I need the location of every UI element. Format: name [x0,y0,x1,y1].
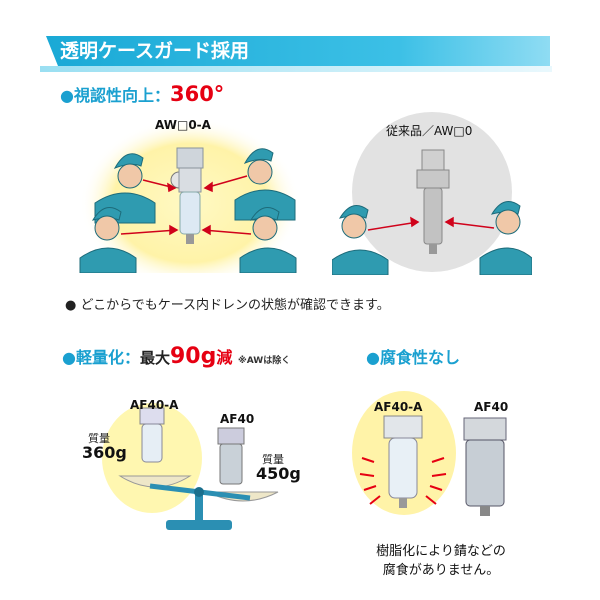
af40-unit [217,427,245,485]
weight-title-note: ※AWは除く [237,356,291,366]
visibility-title-prefix: ●視認性向上： [60,86,170,105]
right-model-label: 従来品／AW□0 [386,124,473,138]
mass-label-a: 質量 [88,432,110,445]
visibility-360-illustration [79,118,300,273]
weight-title-mid: 最大 [139,349,170,367]
metal-filter-unit [416,149,450,254]
weight-title-prefix: ●軽量化： [62,348,140,367]
weight-model-a: AF40-A [130,398,179,412]
transparent-filter-unit [170,147,204,244]
af40-a-unit [139,407,165,463]
visibility-title: ●視認性向上：360° [60,82,224,106]
af40-metal-unit [463,417,507,516]
mass-value-a: 360g [82,443,127,462]
balance-scale-illustration [102,403,279,530]
visibility-note: ● どこからでもケース内ドレンの状態が確認できます。 [65,298,390,313]
weight-title-suffix: 減 [216,348,233,367]
corrosion-model-a: AF40-A [374,400,423,414]
corrosion-illustration [352,391,507,516]
visibility-title-value: 360° [169,82,225,106]
left-model-label: AW□0-A [155,118,211,132]
corrosion-note: 樹脂化により錆などの 腐食がありません。 [370,540,512,578]
weight-title: ●軽量化：最大90g減 ※AWは除く [62,344,290,369]
mass-label-b: 質量 [262,453,284,466]
corrosion-model-b: AF40 [474,400,509,414]
weight-title-value: 90g [169,344,217,369]
header-title: 透明ケースガード採用 [60,40,250,62]
conventional-illustration [332,112,532,275]
weight-model-b: AF40 [220,412,255,426]
corrosion-note-line2: 腐食がありません。 [382,563,500,578]
af40-a-resin-unit [383,415,423,508]
section-header: 透明ケースガード採用 [46,36,550,66]
corrosion-title: ●腐食性なし [366,348,460,367]
header-underline [40,66,552,72]
mass-value-b: 450g [256,464,301,483]
corrosion-note-line1: 樹脂化により錆などの [376,544,506,559]
